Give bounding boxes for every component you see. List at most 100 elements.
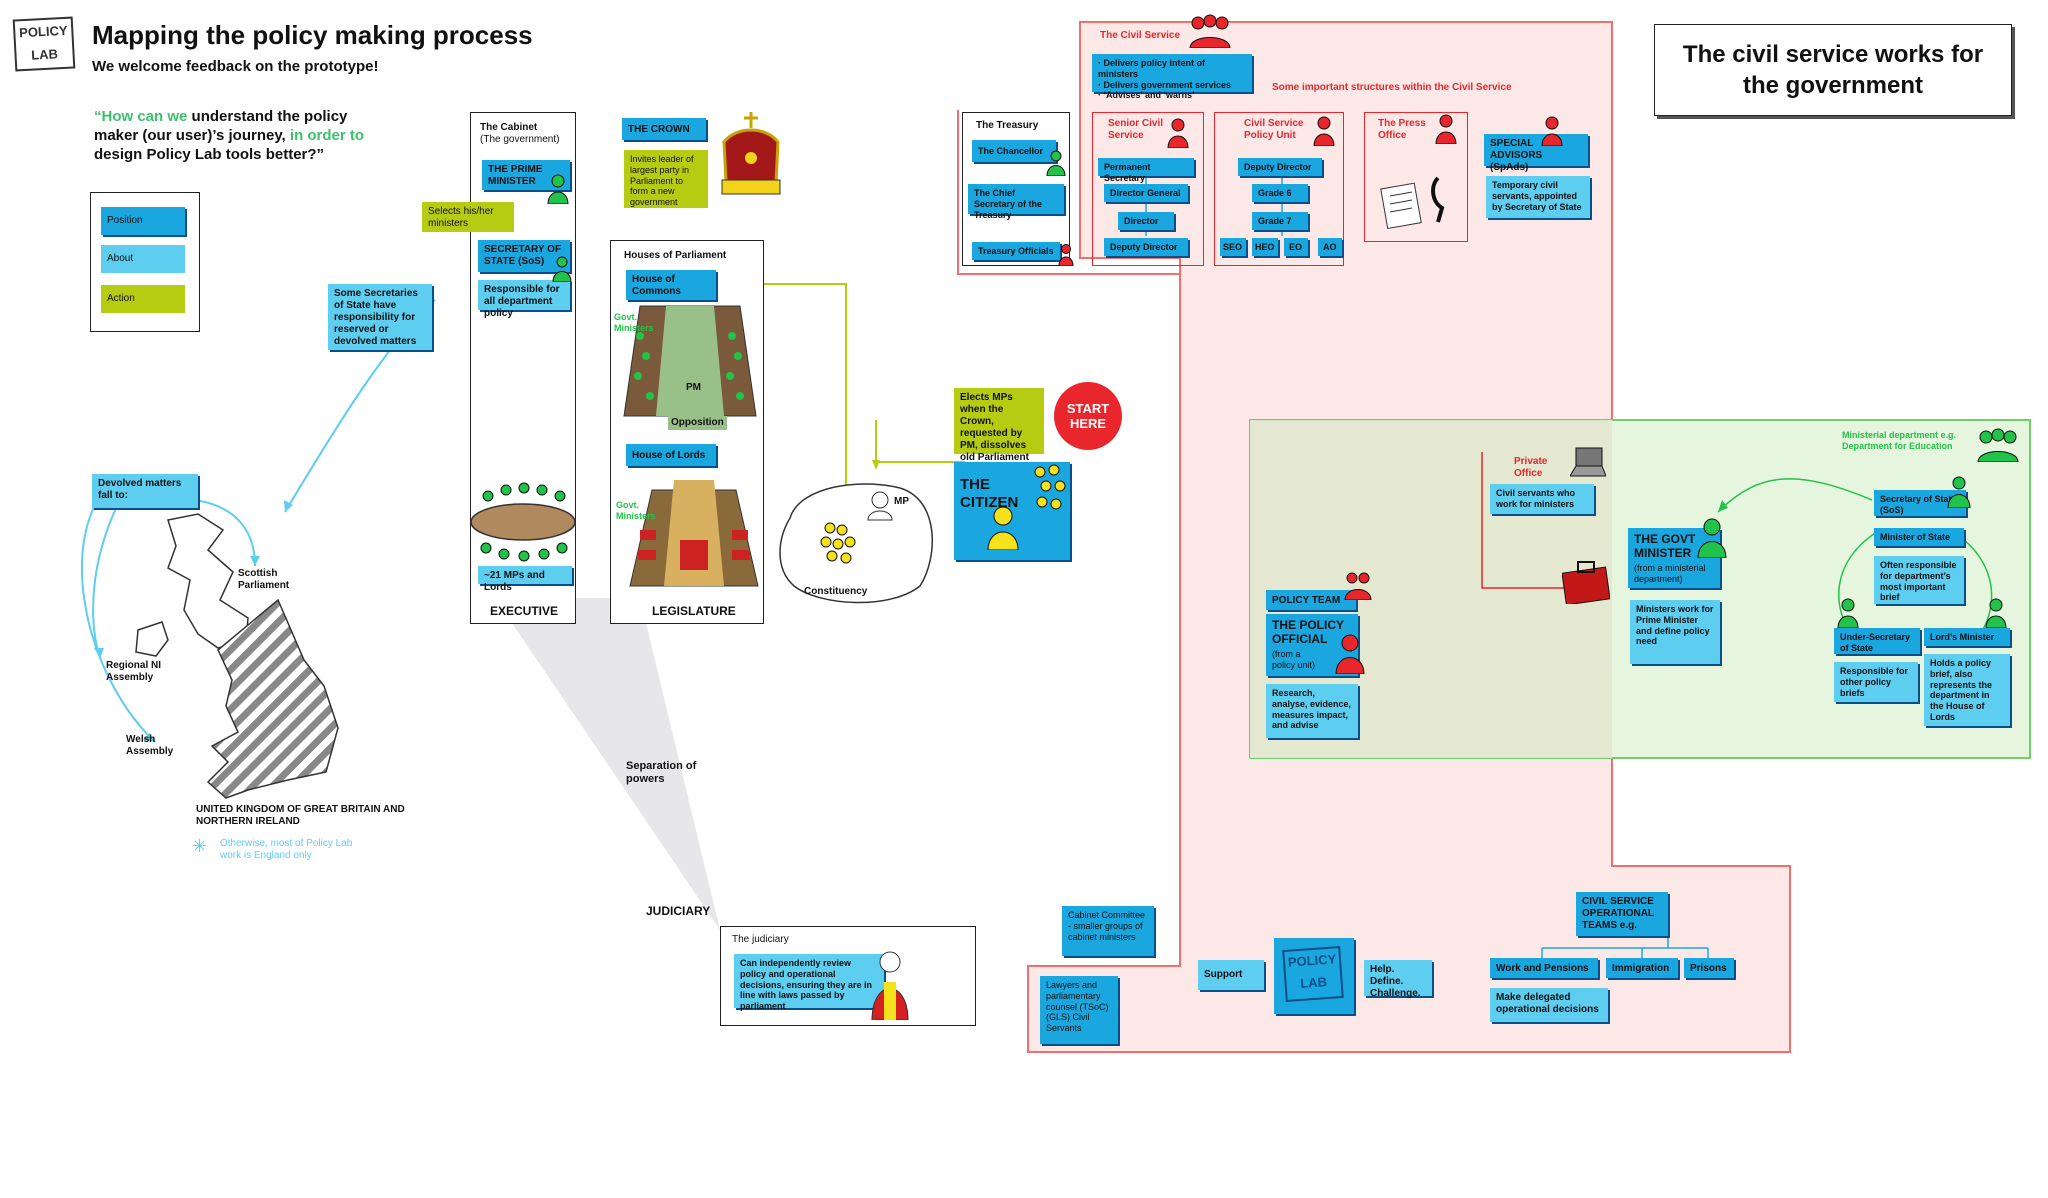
executive-label: EXECUTIVE — [490, 604, 559, 618]
research-analyse: Research, analyse, evidence, measures im… — [1266, 684, 1358, 738]
constituency-blob — [779, 483, 934, 604]
devolved-matters: Devolved matters fall to: — [92, 474, 198, 508]
policy-official-sub: (from a policy unit) — [1272, 648, 1316, 670]
often-responsible: Often responsible for department’s most … — [1874, 556, 1964, 604]
lords-chamber-icon — [629, 480, 759, 587]
yellow-person-icon — [987, 506, 1019, 550]
director-general: Director General — [1104, 184, 1188, 202]
question-part-2: understand the policy maker (our user)’s… — [94, 108, 348, 144]
policy-unit-frame — [1214, 112, 1344, 266]
under-secretary: Under-Secretary of State — [1834, 628, 1920, 654]
ministerial-dept-title: Ministerial department e.g. Department f… — [1842, 430, 1957, 451]
green-person-icon — [1947, 476, 1971, 508]
selects-ministers: Selects his/her ministers — [422, 202, 514, 232]
design-question: “How can we understand the policy maker … — [94, 108, 384, 164]
question-part-1: “How can we — [94, 108, 188, 125]
private-office: Private Office — [1514, 456, 1548, 479]
green-person-icon — [1837, 598, 1859, 628]
red-person-icon — [1058, 244, 1074, 266]
regional-ni-assembly: Regional NI Assembly — [106, 660, 162, 683]
govt-ministers-1: Govt. Ministers — [614, 312, 654, 333]
red-person-icon — [1541, 116, 1563, 146]
laptop-icon — [1570, 447, 1606, 477]
legislature-label: LEGISLATURE — [652, 604, 736, 618]
structures-note: Some important structures within the Civ… — [1272, 82, 1512, 93]
question-part-4: design Policy Lab tools better?” — [94, 145, 325, 163]
green-person-icon — [1046, 150, 1066, 176]
uk-name: UNITED KINGDOM OF GREAT BRITAIN AND NORT… — [196, 804, 405, 827]
uk-map — [135, 513, 339, 799]
start-here-badge: START HERE — [1054, 382, 1122, 450]
mp-label: MP — [894, 496, 909, 507]
judiciary-label: JUDICIARY — [646, 904, 711, 918]
special-advisors: SPECIAL ADVISORS (SpAds) — [1484, 134, 1588, 173]
start-here-text: START HERE — [1066, 401, 1110, 431]
judiciary-title: The judiciary — [732, 934, 789, 945]
legend: Position About Action — [90, 192, 200, 332]
page-title: Mapping the policy making process — [92, 20, 533, 50]
red-group-icon — [1189, 14, 1231, 48]
green-person-icon — [552, 256, 572, 282]
press-office-frame — [1364, 112, 1468, 242]
policy-lab-logo: POLICY LAB — [12, 16, 76, 72]
policy-lab-card-logo: POLICY LAB — [1282, 946, 1344, 1002]
govt-minister-sub: (from a ministerial department) — [1634, 562, 1706, 584]
prime-minister: THE PRIME MINISTER — [482, 160, 570, 190]
question-part-3: in order to — [285, 126, 365, 144]
pu-deputy-director: Deputy Director — [1238, 158, 1322, 176]
cs-operational-teams: CIVIL SERVICE OPERATIONAL TEAMS e.g. — [1576, 892, 1668, 936]
the-crown: THE CROWN — [622, 118, 706, 140]
responsible-other-briefs: Responsible for other policy briefs — [1834, 662, 1918, 702]
heo: HEO — [1252, 238, 1278, 256]
commons-chamber-icon — [623, 305, 757, 417]
legend-action: Action — [101, 285, 185, 313]
prisons: Prisons — [1684, 958, 1734, 978]
help-define-challenge: Help. Define. Challenge. — [1364, 960, 1432, 999]
some-sos-note: Some Secretaries of State have responsib… — [328, 284, 432, 350]
red-person-icon — [1313, 116, 1335, 146]
red-person-icon — [1335, 634, 1365, 674]
press-office: The Press Office — [1378, 118, 1426, 141]
elects-mps: Elects MPs when the Crown, requested by … — [954, 388, 1044, 463]
immigration: Immigration — [1606, 958, 1678, 978]
civil-service-bullets: · Delivers policy intent of ministers · … — [1092, 54, 1252, 100]
director: Director — [1118, 212, 1174, 230]
chancellor: The Chancellor — [972, 140, 1056, 162]
red-group-icon — [1344, 572, 1372, 600]
treasury-officials: Treasury Officials — [972, 242, 1060, 260]
newspaper-phone-icon — [1380, 176, 1445, 230]
responsible-all-policy: Responsible for all department policy — [478, 280, 570, 319]
cabinet-title: The Cabinet — [480, 122, 538, 133]
chief-secretary: The Chief Secretary of the Treasury — [968, 184, 1064, 220]
govt-minister-title: THE GOVT MINISTER — [1634, 532, 1696, 561]
holds-policy-brief: Holds a policy brief, also represents th… — [1924, 654, 2010, 726]
ministers-work: Ministers work for Prime Minister and de… — [1630, 600, 1720, 664]
seo: SEO — [1220, 238, 1246, 256]
delegated-decisions: Make delegated operational decisions — [1490, 988, 1608, 1022]
house-of-commons: House of Commons — [626, 270, 716, 300]
the-citizen: THE CITIZEN — [954, 462, 1070, 560]
govt-minister: THE GOVT MINISTER (from a ministerial de… — [1628, 528, 1720, 588]
green-group-icon — [1977, 428, 2019, 462]
red-briefcase-icon — [1562, 561, 1610, 604]
welsh-assembly: Welsh Assembly — [126, 734, 174, 757]
support-box: Support — [1198, 960, 1264, 990]
judiciary-desc: Can independently review policy and oper… — [734, 954, 884, 1011]
secretary-of-state: SECRETARY OF STATE (SoS) — [478, 240, 570, 272]
cabinet-subtitle: (The government) — [480, 134, 560, 145]
civil-service-title: The Civil Service — [1100, 30, 1181, 41]
big-title-text: The civil service works for the governme… — [1682, 40, 1984, 99]
lawyers-counsel: Lawyers and parliamentary counsel (TSoC)… — [1040, 976, 1118, 1044]
grade-6: Grade 6 — [1252, 184, 1308, 202]
crown-icon — [721, 112, 781, 195]
mps-and-lords: ~21 MPs and Lords — [478, 566, 572, 593]
deputy-director: Deputy Director — [1104, 238, 1188, 256]
cabinet-committee: Cabinet Committee - smaller groups of ca… — [1062, 906, 1154, 956]
separation-of-powers: Separation of powers — [626, 760, 697, 786]
crown-invites: Invites leader of largest party in Parli… — [624, 150, 708, 208]
permanent-secretary: Permanent Secretary — [1098, 158, 1194, 183]
spads-desc: Temporary civil servants, appointed by S… — [1486, 176, 1590, 218]
opposition-label: Opposition — [668, 416, 727, 430]
policy-team: POLICY TEAM — [1266, 590, 1356, 610]
